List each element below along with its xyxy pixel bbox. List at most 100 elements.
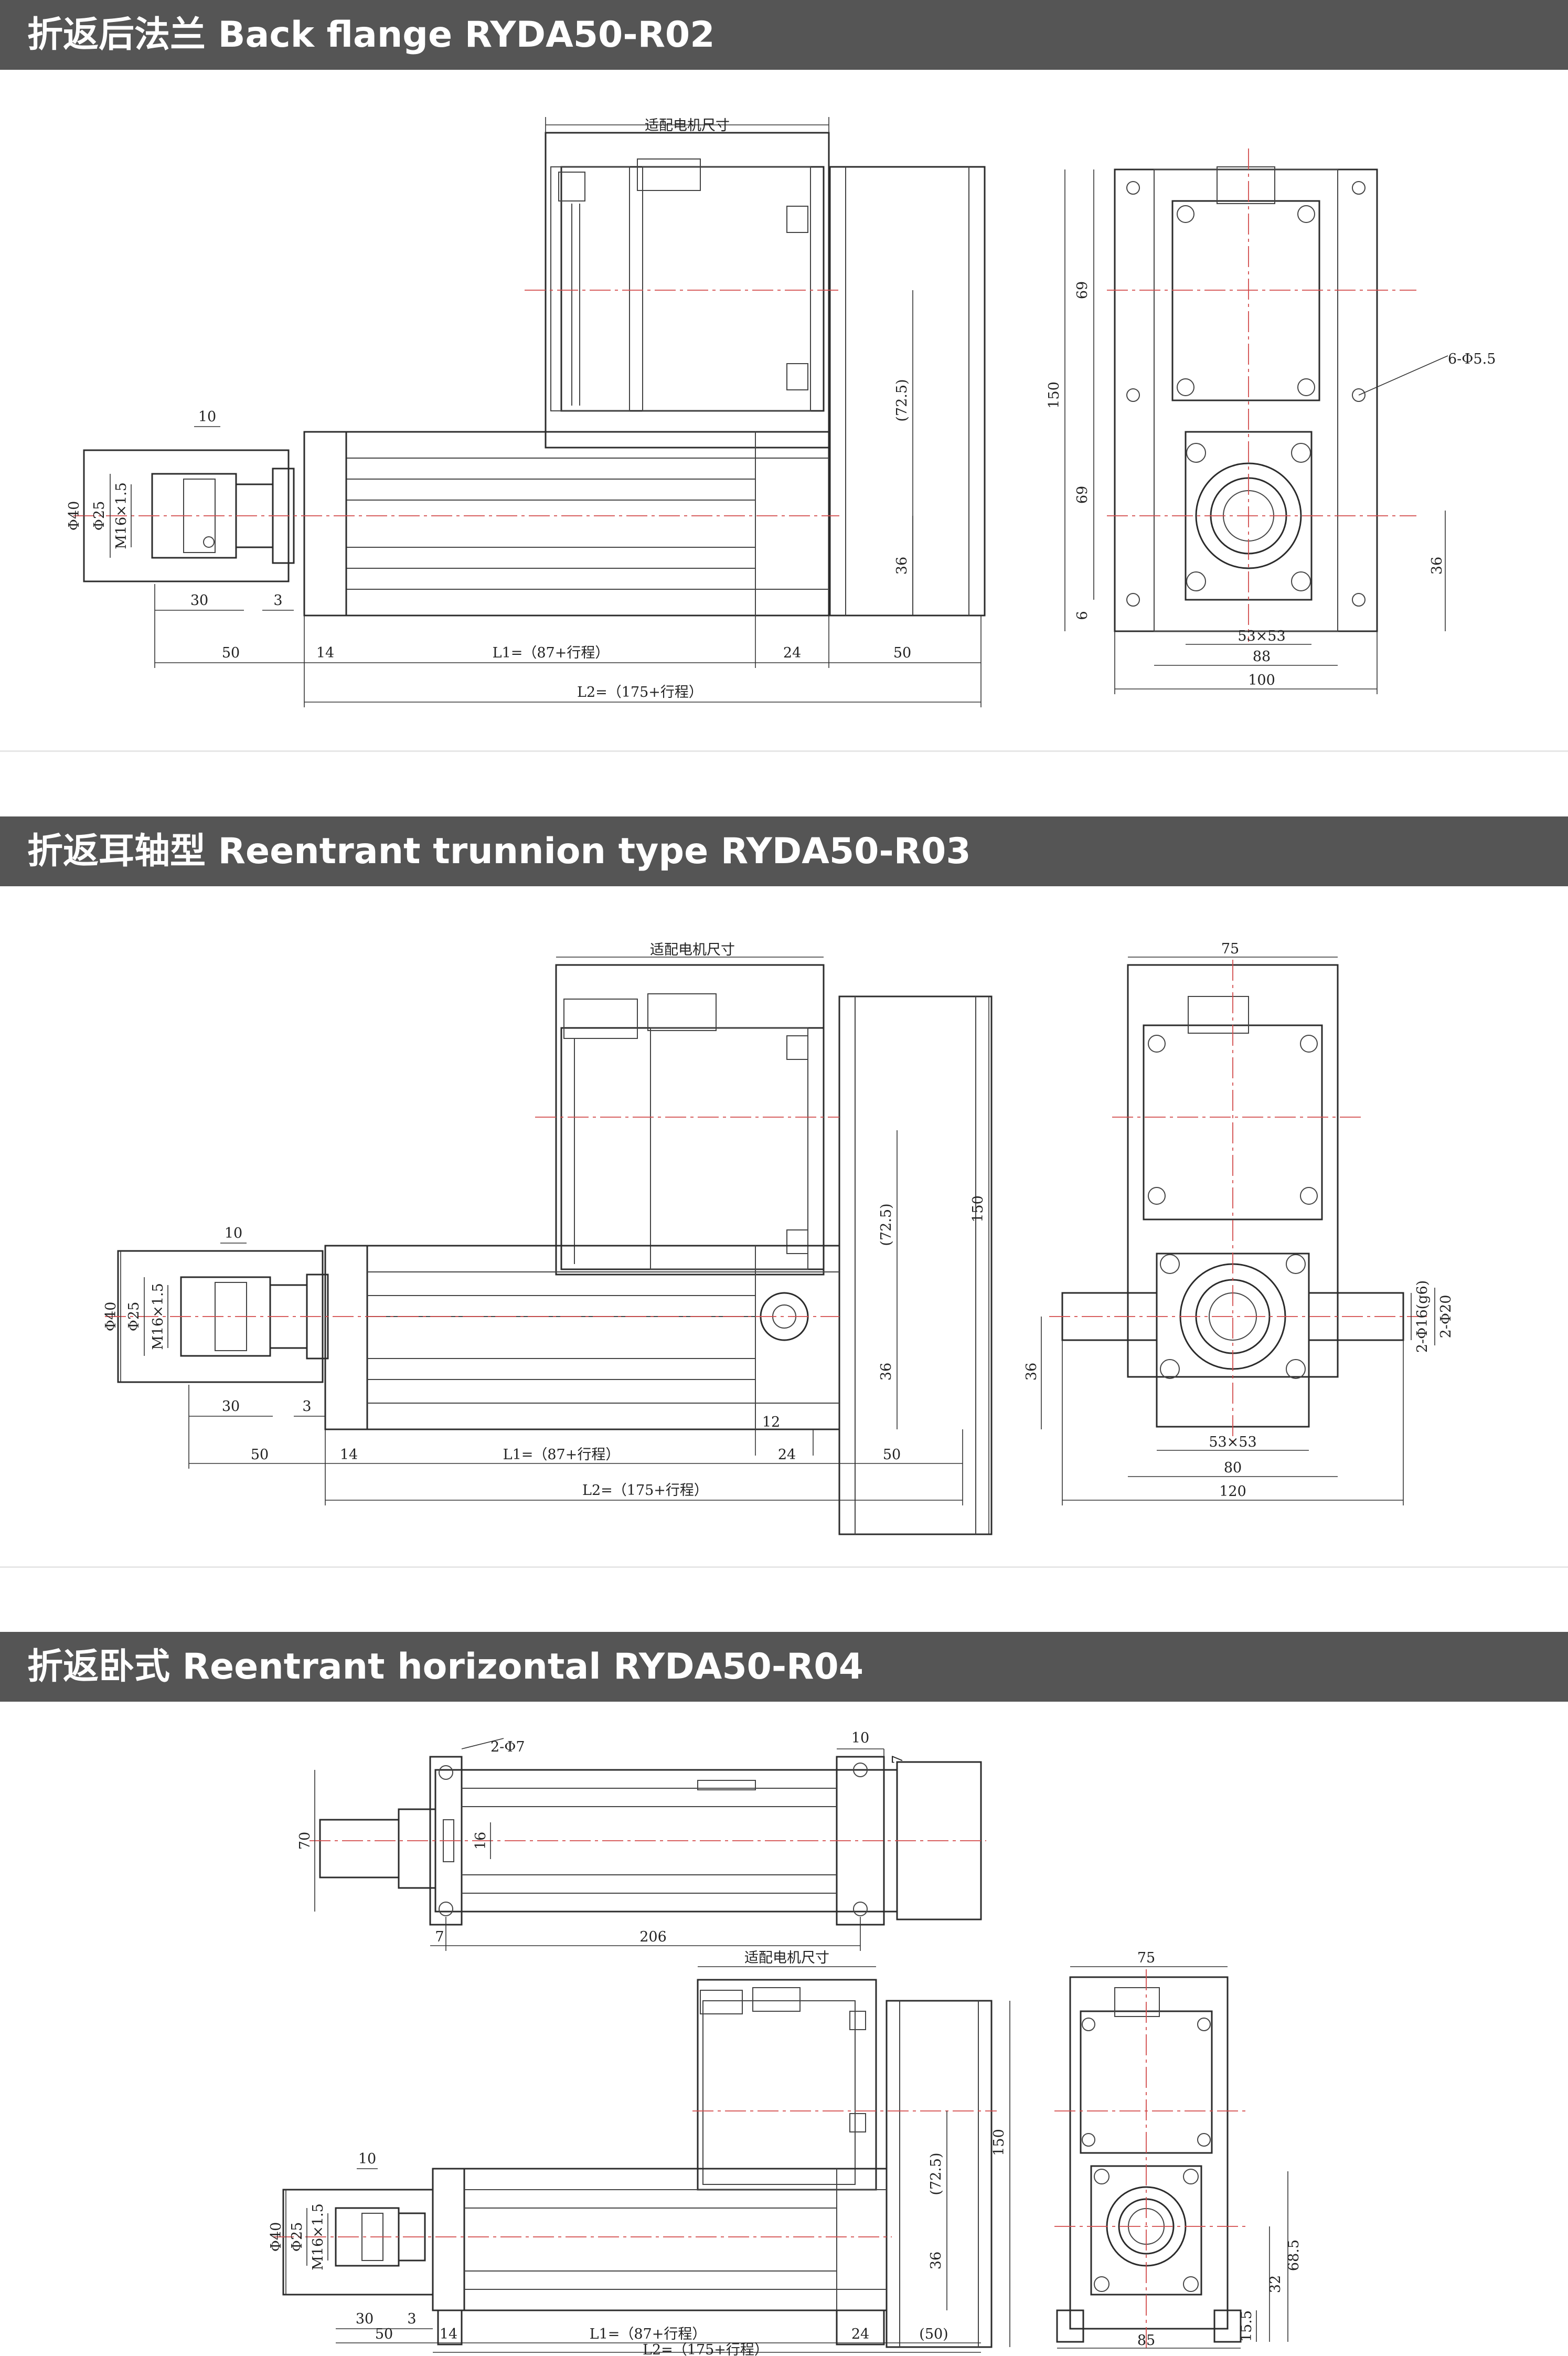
label-d50b: 50 [883,1447,901,1463]
label-d14: 14 [340,1447,358,1463]
label-motor-size: 适配电机尺寸 [650,942,735,958]
label-holes: 6-Φ5.5 [1448,351,1496,367]
label-w5353: 53×53 [1238,628,1285,644]
label-r150: 150 [1046,381,1062,409]
label-d50b: 50 [893,645,911,661]
label-w3: 3 [273,592,282,609]
actuator-body-side [303,431,830,617]
label-w80: 80 [1224,1460,1242,1476]
section-divider [0,1566,1568,1568]
label-d24: 24 [783,645,801,661]
label-r155: 15.5 [1239,2310,1255,2342]
label-h16: 16 [473,1832,489,1850]
label-r32: 32 [1267,2275,1284,2293]
label-d14: 14 [440,2326,457,2342]
label-w30: 30 [222,1398,240,1415]
label-w30: 30 [190,592,208,609]
section-title: 折返后法兰 Back flange RYDA50-R02 [27,14,715,56]
gearbox-side-view [829,166,986,617]
label-d24: 24 [778,1447,796,1463]
label-t7: 7 [890,1755,906,1764]
label-m16: M16×1.5 [310,2203,326,2270]
label-w120: 120 [1219,1483,1246,1500]
label-r36: 36 [1023,1363,1040,1381]
label-r69a: 69 [1074,281,1091,299]
label-l2: L2=（175+行程） [582,1482,708,1499]
label-r36: 36 [1429,557,1445,575]
drawing-back-flange: 适配电机尺寸 (72.5) 36 Φ40 Φ25 M16×1.5 10 30 3… [66,117,1496,707]
label-l1: L1=（87+行程） [493,645,610,661]
label-w7: 7 [435,1929,444,1945]
label-w100: 100 [1248,672,1275,688]
label-w5353: 53×53 [1209,1434,1256,1450]
label-d50a: 50 [375,2326,393,2342]
label-h36: 36 [894,557,910,575]
label-d50b: (50) [919,2326,948,2342]
label-w30: 30 [356,2311,374,2327]
label-t10: 10 [851,1730,869,1746]
front-view-horizontal [1056,1976,1242,2343]
label-h725: (72.5) [878,1203,894,1246]
section-title: 折返卧式 Reentrant horizontal RYDA50-R04 [27,1646,864,1688]
section-divider [0,750,1568,752]
label-r6: 6 [1074,611,1091,620]
motor-side-view [697,1979,877,2191]
label-w85: 85 [1137,2332,1155,2349]
label-d25: Φ25 [126,1302,142,1332]
motor-side-view [555,964,825,1276]
label-m16: M16×1.5 [150,1283,166,1350]
drawing-horizontal: 2-Φ7 10 7 70 16 7 206 适配电机尺寸 (72.5) 36 1… [268,1730,1302,2356]
dimension-lines-front [1041,957,1435,1505]
dimension-lines-front [1057,1966,1288,2349]
section-header-trunnion: 折返耳轴型 Reentrant trunnion type RYDA50-R03 [0,816,1568,886]
label-r69b: 69 [1074,486,1091,504]
label-d40: Φ40 [103,1302,119,1332]
label-w10: 10 [225,1225,242,1241]
label-w206: 206 [639,1929,667,1945]
label-motor-size: 适配电机尺寸 [645,118,730,134]
label-l1: L1=（87+行程） [503,1447,620,1463]
label-h36: 36 [878,1363,894,1381]
label-h725: (72.5) [894,379,910,421]
label-d24: 24 [851,2326,869,2342]
dimension-lines-side [285,1966,1010,2353]
actuator-body-side [324,1245,840,1430]
label-r75: 75 [1221,941,1239,957]
actuator-body-side [432,2168,888,2346]
label-d40: Φ40 [268,2222,284,2252]
label-d50a: 50 [251,1447,269,1463]
label-w3: 3 [302,1398,311,1415]
label-h150: 150 [991,2129,1007,2156]
label-l2: L2=（175+行程） [577,684,703,701]
dimension-lines-top [314,1738,884,1951]
label-w3: 3 [407,2311,416,2327]
label-d14: 14 [316,645,334,661]
label-w88: 88 [1253,649,1271,665]
label-m16: M16×1.5 [113,482,130,549]
label-pin16: 2-Φ16(g6) [1414,1280,1431,1353]
label-d40: Φ40 [66,501,82,531]
section-header-horizontal: 折返卧式 Reentrant horizontal RYDA50-R04 [0,1632,1568,1702]
label-motor-size: 适配电机尺寸 [744,1950,829,1966]
label-d25: Φ25 [289,2222,305,2252]
rod-end [282,2189,434,2296]
dimension-lines-side [83,117,982,707]
label-h70: 70 [297,1832,313,1850]
label-l1: L1=（87+行程） [590,2326,707,2342]
label-h36: 36 [928,2252,944,2269]
label-r685: 68.5 [1286,2240,1302,2271]
label-holes: 2-Φ7 [490,1739,525,1755]
label-l2: L2=（175+行程） [643,2342,769,2356]
front-view-back-flange [1114,166,1378,632]
label-h150: 150 [970,1195,986,1223]
section-title: 折返耳轴型 Reentrant trunnion type RYDA50-R03 [27,831,971,872]
label-w12: 12 [762,1414,780,1430]
label-d50a: 50 [222,645,240,661]
label-r75: 75 [1137,1950,1155,1966]
label-pin20: 2-Φ20 [1438,1295,1454,1339]
label-w10: 10 [198,409,216,425]
dimension-lines-front [1064,169,1448,694]
label-h725: (72.5) [928,2152,944,2195]
label-d25: Φ25 [91,501,108,531]
drawing-trunnion: 适配电机尺寸 (72.5) 36 150 Φ40 Φ25 M16×1.5 10 … [103,941,1454,1535]
